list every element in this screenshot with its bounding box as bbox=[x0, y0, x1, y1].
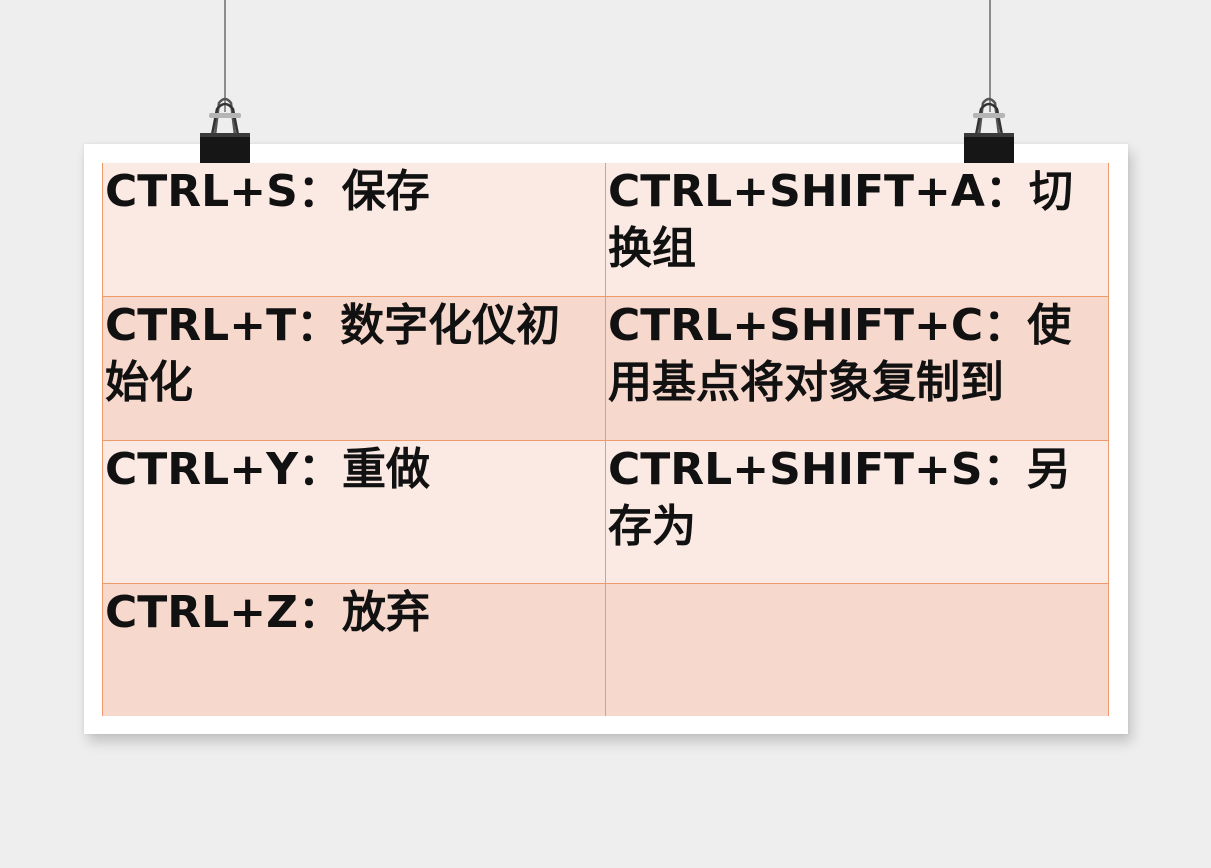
shortcut-cell: CTRL+SHIFT+S：另存为 bbox=[606, 440, 1109, 583]
hanging-string-left bbox=[224, 0, 226, 112]
shortcut-cell: CTRL+T：数字化仪初始化 bbox=[103, 296, 606, 440]
shortcut-cell: CTRL+Y：重做 bbox=[103, 440, 606, 583]
shortcut-table: CTRL+S：保存 CTRL+SHIFT+A：切换组 CTRL+T：数字化仪初始… bbox=[102, 163, 1109, 716]
binder-clip-right-icon bbox=[964, 97, 1014, 163]
hanging-string-right bbox=[989, 0, 991, 112]
binder-clip-left-icon bbox=[200, 97, 250, 163]
shortcut-cell: CTRL+S：保存 bbox=[103, 163, 606, 296]
shortcut-cell: CTRL+SHIFT+A：切换组 bbox=[606, 163, 1109, 296]
shortcut-cell-empty bbox=[606, 583, 1109, 716]
shortcut-cell: CTRL+SHIFT+C：使用基点将对象复制到 bbox=[606, 296, 1109, 440]
shortcut-cell: CTRL+Z：放弃 bbox=[103, 583, 606, 716]
